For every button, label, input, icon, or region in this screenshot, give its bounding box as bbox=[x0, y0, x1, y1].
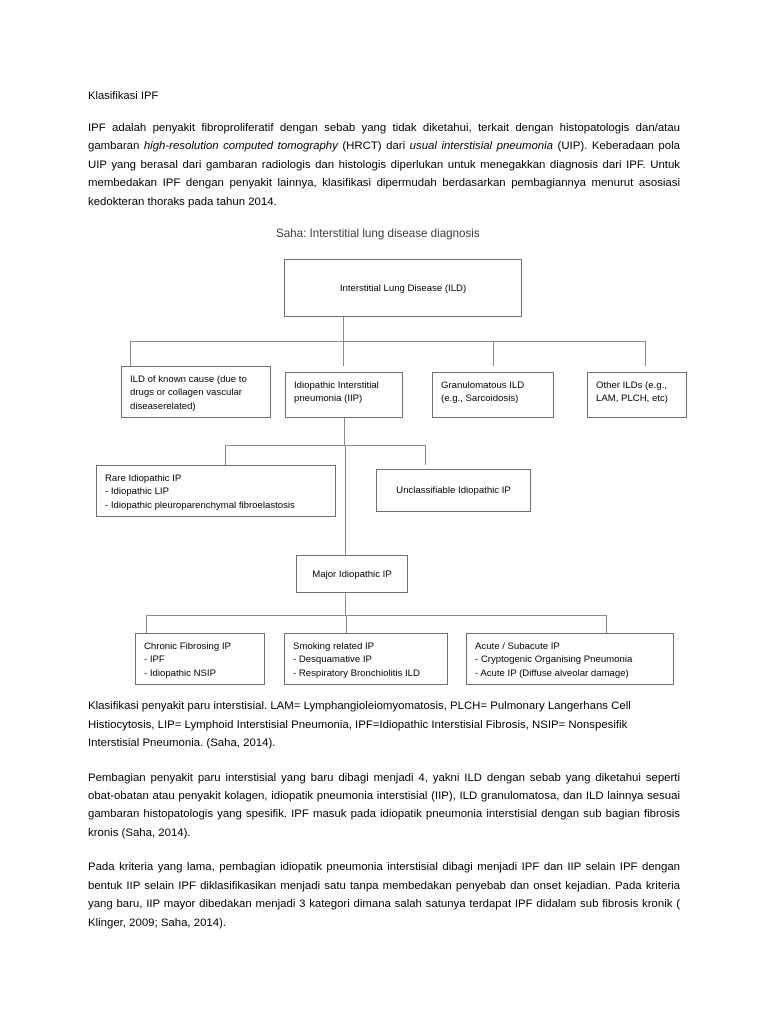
node-idiopathic-interstitial-pneumonia: Idiopathic Interstitial pneumonia (IIP) bbox=[285, 372, 403, 419]
document-body: Klasifikasi IPF IPF adalah penyakit fibr… bbox=[88, 88, 687, 932]
node-unclassifiable-idiopathic-ip: Unclassifiable Idiopathic IP bbox=[376, 469, 531, 513]
paragraph-two: Pembagian penyakit paru interstisial yan… bbox=[88, 771, 680, 839]
connector-to-unclassifiable bbox=[425, 445, 426, 466]
node-smoking-related-line2: - Desquamative IP bbox=[293, 654, 372, 666]
node-root-label: Interstitial Lung Disease (ILD) bbox=[339, 282, 467, 294]
diagram-title: Saha: Interstitial lung disease diagnosi… bbox=[276, 227, 480, 241]
connector-level2-bus bbox=[225, 445, 425, 447]
paragraph-three: Pada kriteria yang lama, pembagian idiop… bbox=[88, 861, 680, 929]
connector-to-chronic-fibrosing bbox=[146, 615, 147, 634]
node-acute-subacute-ip: Acute / Subacute IP - Cryptogenic Organi… bbox=[466, 633, 674, 686]
node-major-label: Major Idiopathic IP bbox=[312, 568, 392, 580]
connector-to-known-cause bbox=[130, 341, 131, 367]
paragraph-intro-italic1: high-resolution computed tomography bbox=[143, 140, 338, 153]
node-chronic-fibrosing-line1: Chronic Fibrosing IP bbox=[144, 641, 231, 653]
node-other-ilds-line2: LAM, PLCH, etc) bbox=[596, 393, 668, 405]
node-smoking-related-line3: - Respiratory Bronchiolitis ILD bbox=[293, 667, 420, 679]
paragraph-intro-seg1: IPF adalah penyakit fibroproliferatif de… bbox=[88, 121, 680, 153]
node-granulomatous-line1: Granulomatous ILD bbox=[441, 380, 525, 392]
node-known-cause-line3: diseaserelated) bbox=[130, 400, 196, 412]
connector-level3-bus bbox=[146, 615, 606, 617]
node-granulomatous-line2: (e.g., Sarcoidosis) bbox=[441, 393, 519, 405]
node-rare-idiopathic-line1: Rare Idiopathic IP bbox=[105, 473, 182, 485]
page-title: Klasifikasi IPF bbox=[88, 90, 159, 102]
node-ild-known-cause: ILD of known cause (due to drugs or coll… bbox=[121, 366, 271, 419]
connector-to-other-ilds bbox=[645, 341, 646, 367]
node-acute-subacute-line2: - Cryptogenic Organising Pneumonia bbox=[475, 654, 633, 666]
node-chronic-fibrosing-line3: - Idiopathic NSIP bbox=[144, 667, 216, 679]
node-smoking-related-line1: Smoking related IP bbox=[293, 641, 375, 653]
node-interstitial-lung-disease: Interstitial Lung Disease (ILD) bbox=[284, 259, 522, 318]
node-rare-idiopathic-line3: - Idiopathic pleuroparenchymal fibroelas… bbox=[105, 499, 295, 511]
node-acute-subacute-line1: Acute / Subacute IP bbox=[475, 641, 560, 653]
ild-classification-diagram: Saha: Interstitial lung disease diagnosi… bbox=[88, 227, 687, 687]
connector-iip-stem bbox=[344, 418, 345, 446]
paragraph-intro-seg3: (UIP). Keberadaan pola UIP yang berasal … bbox=[88, 140, 680, 208]
node-rare-idiopathic-ip: Rare Idiopathic IP - Idiopathic LIP - Id… bbox=[96, 465, 336, 518]
paragraph-intro-italic2: usual interstisial pneumonia bbox=[409, 140, 553, 153]
node-unclassifiable-label: Unclassifiable Idiopathic IP bbox=[396, 485, 511, 497]
node-known-cause-line2: drugs or collagen vascular bbox=[130, 387, 242, 399]
node-acute-subacute-line3: - Acute IP (Diffuse alveolar damage) bbox=[475, 667, 629, 679]
connector-major-stem bbox=[345, 445, 346, 556]
connector-level1-bus bbox=[130, 341, 645, 343]
node-major-idiopathic-ip: Major Idiopathic IP bbox=[296, 555, 408, 594]
connector-to-smoking-related bbox=[346, 615, 347, 634]
node-other-ilds-line1: Other ILDs (e.g., bbox=[596, 380, 667, 392]
connector-root-stem bbox=[343, 317, 344, 342]
node-other-ilds: Other ILDs (e.g., LAM, PLCH, etc) bbox=[587, 372, 687, 419]
node-known-cause-line1: ILD of known cause (due to bbox=[130, 374, 247, 386]
node-chronic-fibrosing-line2: - IPF bbox=[144, 654, 165, 666]
paragraph-intro-seg2: (HRCT) dari bbox=[337, 140, 410, 153]
figure-caption: Klasifikasi penyakit paru interstisial. … bbox=[88, 700, 631, 750]
node-iip-line1: Idiopathic Interstitial bbox=[294, 380, 379, 392]
connector-to-acute-subacute bbox=[606, 615, 607, 634]
node-iip-line2: pneumonia (IIP) bbox=[294, 393, 363, 405]
node-granulomatous-ild: Granulomatous ILD (e.g., Sarcoidosis) bbox=[432, 372, 554, 419]
node-chronic-fibrosing-ip: Chronic Fibrosing IP - IPF - Idiopathic … bbox=[135, 633, 265, 686]
node-rare-idiopathic-line2: - Idiopathic LIP bbox=[105, 486, 169, 498]
connector-to-iip bbox=[343, 341, 344, 367]
paragraph-intro: IPF adalah penyakit fibroproliferatif de… bbox=[88, 119, 680, 211]
connector-to-granulomatous bbox=[493, 341, 494, 367]
node-smoking-related-ip: Smoking related IP - Desquamative IP - R… bbox=[284, 633, 448, 686]
connector-major-down-stem bbox=[345, 593, 346, 616]
connector-to-rare-idiopathic bbox=[225, 445, 226, 466]
